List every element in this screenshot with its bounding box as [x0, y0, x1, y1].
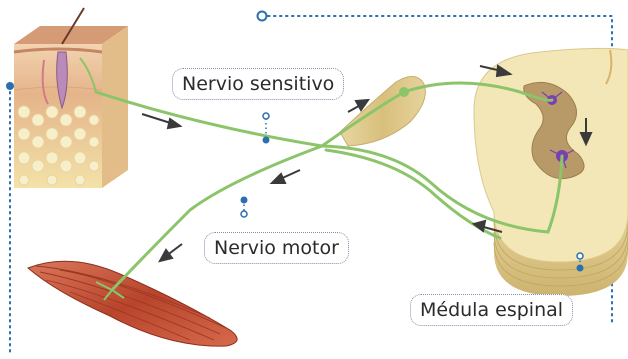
spinal-cord-label: Médula espinal [410, 294, 573, 326]
muscle-illustration [28, 261, 237, 346]
sensory-nerve-label: Nervio sensitivo [172, 68, 344, 100]
motor-nerve-label: Nervio motor [204, 232, 349, 264]
ganglion-illustration [340, 76, 425, 146]
